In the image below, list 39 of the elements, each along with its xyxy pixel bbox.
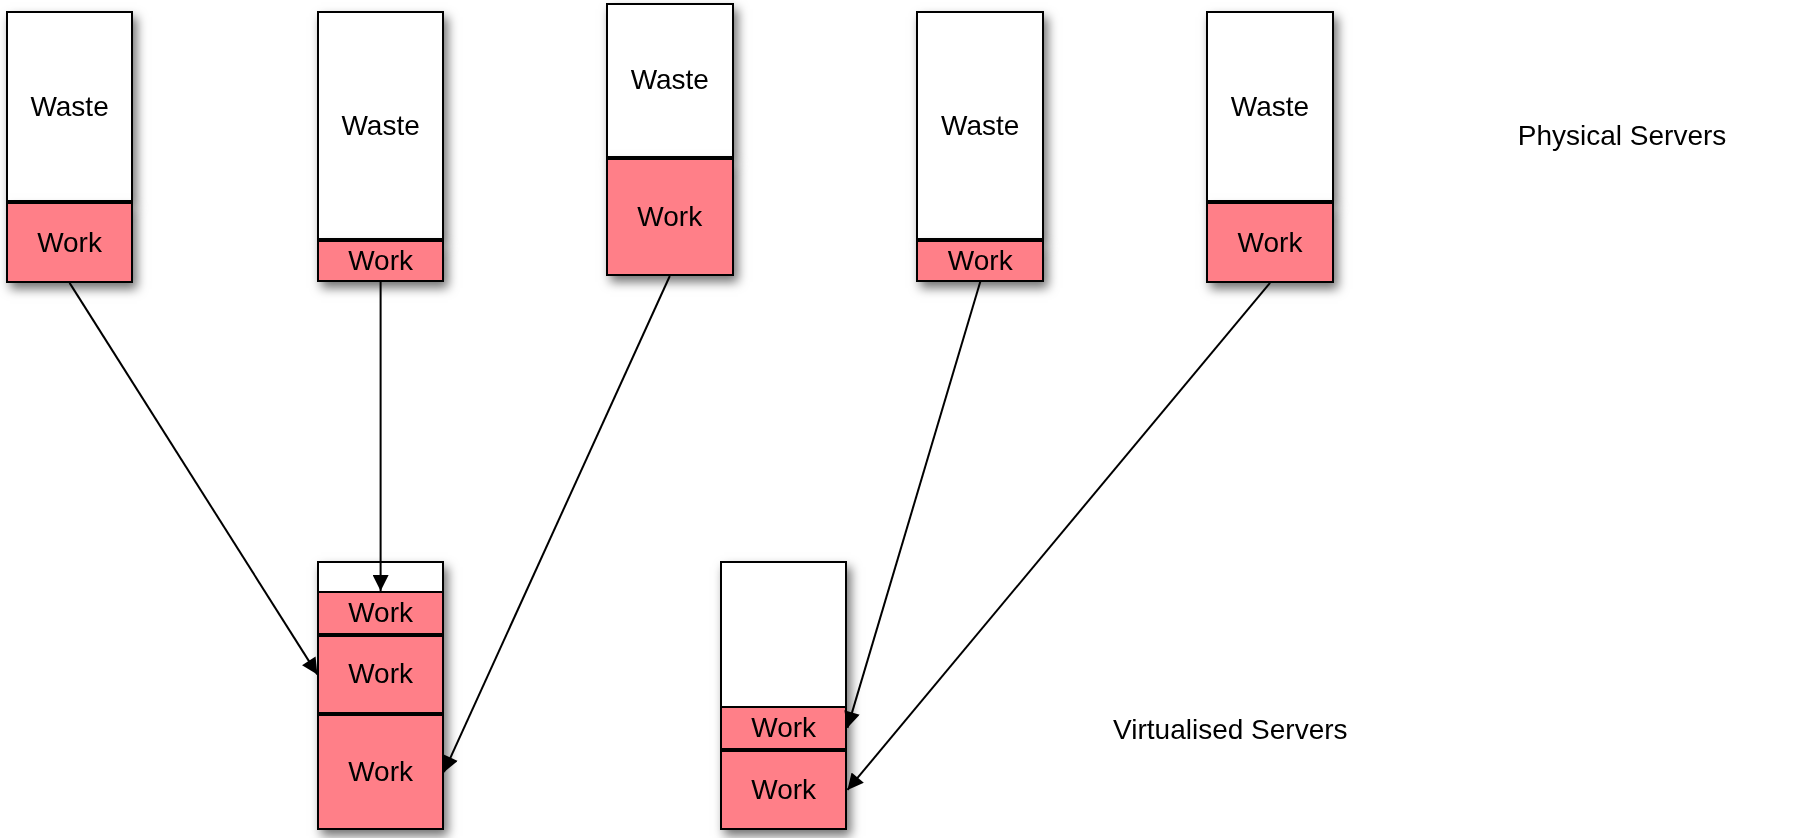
server-box bbox=[719, 561, 848, 831]
work-block bbox=[317, 634, 444, 715]
arrow bbox=[442, 274, 671, 774]
waste-block bbox=[1206, 11, 1334, 203]
work-block bbox=[317, 591, 444, 635]
arrow bbox=[844, 280, 982, 729]
block-label: Waste bbox=[630, 66, 709, 95]
block-label: Work bbox=[751, 713, 817, 742]
block-label: Work bbox=[637, 202, 703, 231]
arrow bbox=[372, 280, 389, 593]
block-label: Work bbox=[348, 758, 413, 787]
block-label: Work bbox=[1237, 228, 1303, 257]
block-label: Work bbox=[348, 247, 413, 275]
work-block bbox=[1206, 202, 1334, 283]
block-label: Waste bbox=[341, 111, 420, 140]
server-box bbox=[317, 561, 444, 831]
work-block bbox=[719, 706, 848, 750]
block-label: Waste bbox=[1230, 92, 1310, 121]
waste-block bbox=[317, 11, 444, 241]
block-label: Waste bbox=[30, 92, 109, 121]
block-label: Work bbox=[947, 247, 1013, 275]
work-block bbox=[719, 749, 848, 831]
block-label: Work bbox=[348, 598, 413, 627]
block-label: Work bbox=[37, 228, 102, 257]
arrow bbox=[846, 281, 1272, 791]
waste-block bbox=[5, 11, 134, 203]
group-label: Physical Servers bbox=[1517, 119, 1727, 152]
work-block bbox=[605, 157, 734, 276]
block-label: Work bbox=[348, 660, 413, 689]
work-block bbox=[317, 240, 444, 282]
work-block bbox=[317, 714, 444, 831]
work-block bbox=[916, 240, 1045, 282]
block-label: Waste bbox=[941, 111, 1020, 140]
waste-block bbox=[916, 11, 1045, 241]
block-label: Work bbox=[751, 775, 817, 804]
work-block bbox=[5, 202, 134, 283]
group-label: Virtualised Servers bbox=[1113, 714, 1348, 747]
arrow bbox=[68, 281, 319, 676]
waste-block bbox=[605, 3, 734, 158]
